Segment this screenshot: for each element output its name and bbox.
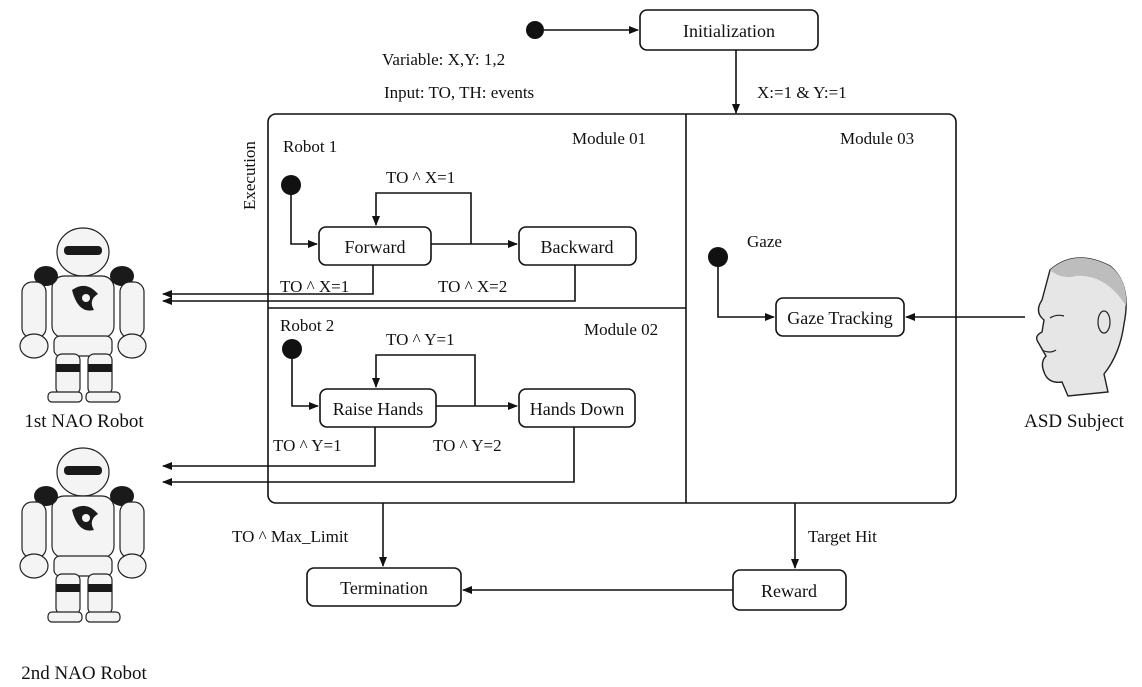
state-reward-label: Reward (761, 581, 817, 601)
module03-label: Module 03 (840, 129, 914, 148)
state-termination (306, 567, 462, 607)
state-hands-down-label: Hands Down (530, 399, 625, 419)
human-head-icon (1035, 257, 1127, 397)
gaze-initial-dot (708, 247, 728, 267)
subject-caption: ASD Subject (1024, 411, 1124, 432)
edge-robot1-start-to-forward (290, 195, 318, 248)
out-x1-label: TO ^ X=1 (280, 277, 349, 296)
gaze-label: Gaze (747, 232, 782, 251)
state-initialization (639, 9, 819, 51)
state-forward-label: Forward (345, 237, 406, 257)
edge-backward-to-robot1 (162, 265, 576, 305)
max-limit-label: TO ^ Max_Limit (232, 527, 349, 546)
robot1-label: Robot 1 (283, 137, 337, 156)
state-termination-label: Termination (340, 578, 428, 598)
module01-label: Module 01 (572, 129, 646, 148)
loop-x1-label: TO ^ X=1 (386, 168, 455, 187)
robot1-initial-dot (281, 175, 301, 195)
robot2-caption: 2nd NAO Robot (21, 663, 147, 684)
robot1-caption: 1st NAO Robot (24, 411, 144, 432)
edge-robot2-start-to-raise-hands (291, 359, 319, 410)
state-initialization-label: Initialization (683, 21, 775, 41)
state-hands-down (518, 388, 636, 428)
nao-robot-2-icon (19, 447, 147, 623)
module02-label: Module 02 (584, 320, 658, 339)
edge-forward-loop (372, 192, 472, 244)
robot2-label: Robot 2 (280, 316, 334, 335)
nao-robot-1-icon (19, 227, 147, 403)
edge-raise-hands-to-robot2 (162, 427, 376, 470)
initial-state-dot (526, 21, 544, 39)
state-gaze-tracking (775, 297, 905, 337)
out-y2-label: TO ^ Y=2 (433, 436, 502, 455)
out-y1-label: TO ^ Y=1 (273, 436, 342, 455)
state-raise-hands (319, 388, 437, 428)
edge-forward-to-robot1 (162, 265, 374, 298)
state-forward (318, 226, 432, 266)
variables-label: Variable: X,Y: 1,2 (382, 50, 505, 69)
state-backward (518, 226, 637, 266)
state-raise-hands-label: Raise Hands (333, 399, 423, 419)
edge-hands-down-to-robot2 (162, 427, 575, 486)
state-backward-label: Backward (541, 237, 614, 257)
execution-label: Execution (240, 141, 259, 210)
loop-y1-label: TO ^ Y=1 (386, 330, 455, 349)
inputs-label: Input: TO, TH: events (384, 83, 534, 102)
state-gaze-tracking-label: Gaze Tracking (787, 308, 892, 328)
out-x2-label: TO ^ X=2 (438, 277, 507, 296)
init-transition-label: X:=1 & Y:=1 (757, 83, 847, 102)
edge-gaze-start-to-tracking (717, 267, 775, 321)
target-hit-label: Target Hit (808, 527, 877, 546)
robot2-initial-dot (282, 339, 302, 359)
edge-raise-hands-loop (372, 354, 476, 406)
